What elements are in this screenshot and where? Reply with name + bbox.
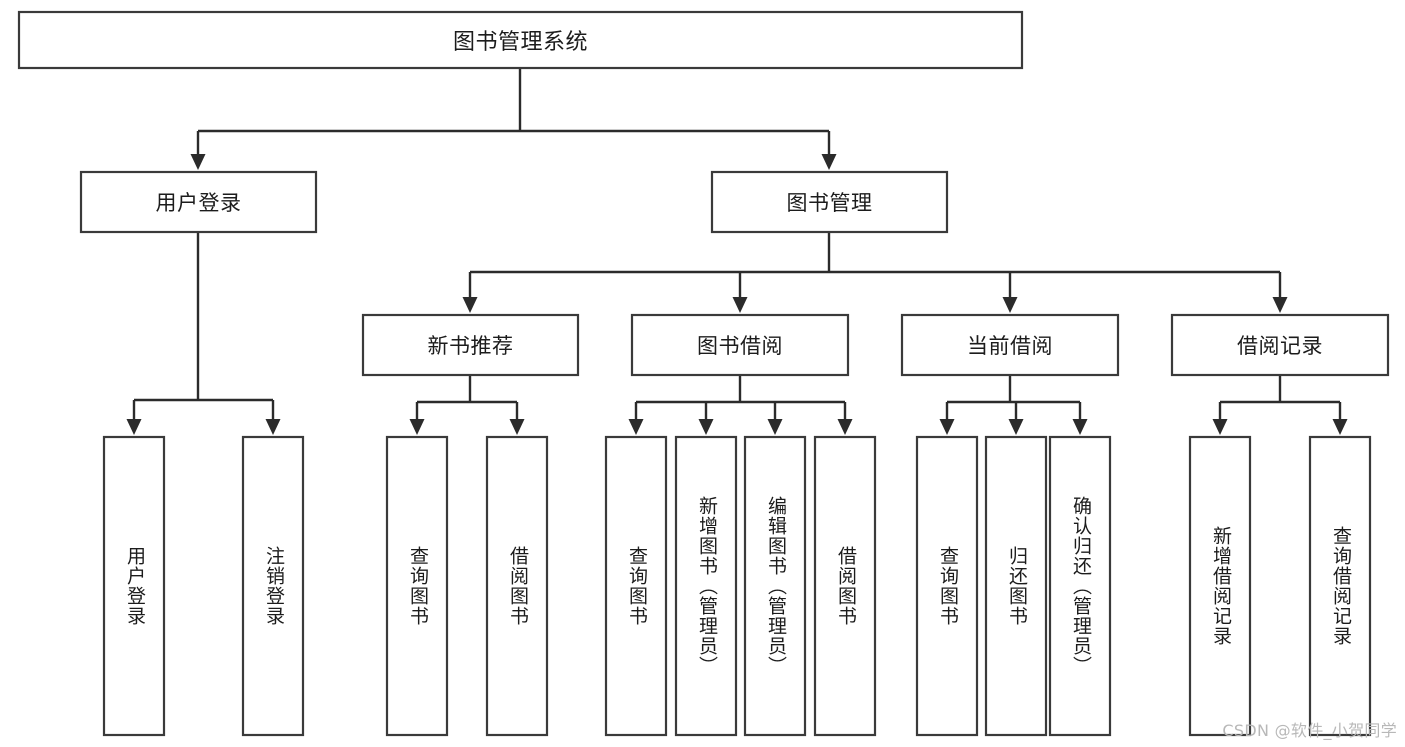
- arrow-head-bookmanage_to_level3-2: [1002, 297, 1018, 313]
- arrow-head-currentborrow_to_leaves-1: [1008, 419, 1024, 435]
- node-box-leaf-query-book-rec: [385, 435, 449, 737]
- arrow-head-bookmanage_to_level3-1: [732, 297, 748, 313]
- node-box-book-borrow: [630, 313, 850, 377]
- arrow-head-level2_to_leaves_userlogin-1: [265, 419, 281, 435]
- node-box-leaf-logout: [241, 435, 305, 737]
- node-box-leaf-return-book: [984, 435, 1048, 737]
- arrow-head-bookborrow_to_leaves-0: [628, 419, 644, 435]
- node-box-leaf-query-book-cb: [915, 435, 979, 737]
- arrow-head-root_to_level2-1: [821, 154, 837, 170]
- node-box-leaf-query-book-bb: [604, 435, 668, 737]
- arrow-head-root_to_level2-0: [190, 154, 206, 170]
- node-box-leaf-add-book: [674, 435, 738, 737]
- node-box-leaf-user-login: [102, 435, 166, 737]
- arrow-head-newbook_to_leaves-1: [509, 419, 525, 435]
- node-box-leaf-edit-book: [743, 435, 807, 737]
- arrow-head-bookborrow_to_leaves-1: [698, 419, 714, 435]
- arrow-head-level2_to_leaves_userlogin-0: [126, 419, 142, 435]
- connectors-group: [126, 68, 1348, 435]
- arrow-head-borrowrecord_to_leaves-0: [1212, 419, 1228, 435]
- node-boxes-group: [17, 10, 1390, 737]
- node-box-root: [17, 10, 1024, 70]
- node-box-leaf-query-record: [1308, 435, 1372, 737]
- node-box-borrow-record: [1170, 313, 1390, 377]
- node-box-current-borrow: [900, 313, 1120, 377]
- arrow-head-bookmanage_to_level3-0: [462, 297, 478, 313]
- arrow-head-bookborrow_to_leaves-3: [837, 419, 853, 435]
- node-box-leaf-borrow-book-rec: [485, 435, 549, 737]
- arrow-head-currentborrow_to_leaves-0: [939, 419, 955, 435]
- node-box-leaf-borrow-book-bb: [813, 435, 877, 737]
- arrow-head-borrowrecord_to_leaves-1: [1332, 419, 1348, 435]
- node-box-book-manage: [710, 170, 949, 234]
- node-box-new-book-rec: [361, 313, 580, 377]
- arrow-head-bookborrow_to_leaves-2: [767, 419, 783, 435]
- watermark-text: CSDN @软件_小贺同学: [1222, 721, 1397, 740]
- arrow-head-newbook_to_leaves-0: [409, 419, 425, 435]
- node-box-user-login: [79, 170, 318, 234]
- arrow-head-bookmanage_to_level3-3: [1272, 297, 1288, 313]
- node-box-leaf-confirm-return: [1048, 435, 1112, 737]
- node-box-leaf-add-record: [1188, 435, 1252, 737]
- arrow-head-currentborrow_to_leaves-2: [1072, 419, 1088, 435]
